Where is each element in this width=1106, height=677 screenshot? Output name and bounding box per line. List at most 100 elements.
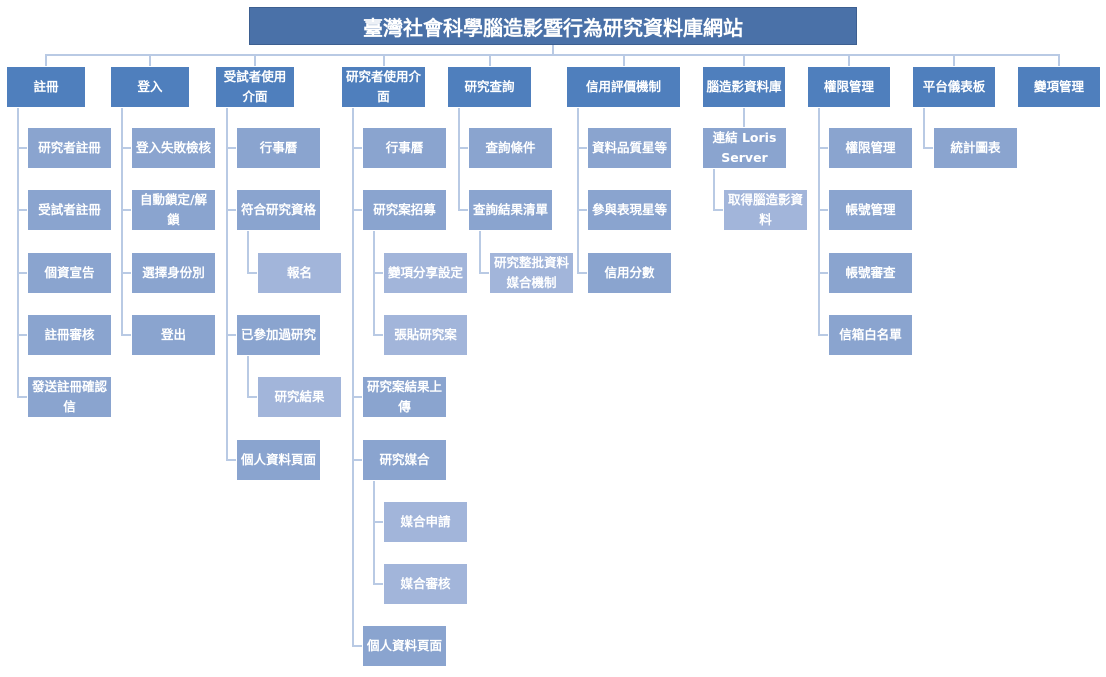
connector-line [479, 271, 489, 274]
connector-line [953, 54, 955, 66]
connector-line [247, 231, 249, 274]
section-0: 註冊 [6, 66, 86, 108]
page-item: 研究者註冊 [27, 127, 112, 169]
page-item: 連結 Loris Server [702, 127, 787, 169]
page-item: 個人資料頁面 [362, 625, 447, 668]
connector-line [577, 271, 587, 274]
connector-line [226, 147, 236, 149]
connector-line [254, 54, 256, 66]
connector-line [373, 271, 383, 274]
page-item: 研究案招募 [362, 189, 447, 232]
subpage-item: 取得腦造影資料 [723, 189, 808, 232]
page-item: 帳號管理 [828, 189, 913, 232]
page-item: 選擇身份別 [131, 251, 216, 294]
connector-line [818, 271, 828, 274]
connector-line [552, 45, 554, 55]
connector-line [247, 396, 257, 399]
page-item: 統計圖表 [933, 127, 1018, 169]
page-item: 資料品質星等 [587, 127, 672, 169]
connector-line [45, 54, 1059, 56]
connector-line [226, 209, 236, 212]
connector-line [622, 54, 625, 66]
connector-line [382, 54, 385, 66]
connector-line [121, 209, 131, 212]
connector-line [45, 54, 47, 66]
subpage-item: 研究整批資料媒合機制 [489, 251, 574, 294]
connector-line [577, 209, 587, 212]
connector-line [17, 333, 27, 336]
connector-line [121, 271, 131, 274]
subpage-item: 變項分享設定 [383, 251, 468, 294]
page-item: 受試者註冊 [27, 189, 112, 232]
connector-line [352, 645, 362, 648]
section-4: 研究查詢 [447, 66, 532, 108]
connector-line [17, 396, 27, 399]
connector-line [373, 333, 383, 336]
connector-line [458, 209, 468, 212]
connector-line [247, 355, 249, 399]
connector-line [247, 271, 257, 274]
connector-line [17, 271, 27, 274]
page-item: 行事曆 [236, 127, 321, 169]
page-item: 自動鎖定/解鎖 [131, 189, 216, 232]
page-item: 註冊審核 [27, 313, 112, 356]
connector-line [743, 54, 745, 66]
page-item: 個資宣告 [27, 251, 112, 294]
connector-line [488, 54, 491, 66]
connector-line [352, 108, 354, 648]
page-item: 登出 [131, 313, 216, 356]
connector-line [923, 147, 933, 149]
connector-line [352, 209, 362, 212]
connector-line [17, 147, 27, 149]
page-item: 信箱白名單 [828, 313, 913, 356]
connector-line [352, 458, 362, 461]
section-2: 受試者使用介面 [215, 66, 295, 108]
connector-line [577, 147, 587, 149]
page-item: 發送註冊確認信 [27, 376, 112, 419]
connector-line [121, 333, 131, 336]
subpage-item: 報名 [257, 251, 342, 294]
subpage-item: 研究結果 [257, 376, 342, 419]
connector-line [713, 169, 715, 212]
subpage-item: 張貼研究案 [383, 313, 468, 356]
section-5: 信用評價機制 [566, 66, 681, 108]
connector-line [818, 209, 828, 212]
page-item: 研究媒合 [362, 438, 447, 481]
subpage-item: 媒合申請 [383, 500, 468, 543]
connector-line [373, 520, 383, 523]
page-item: 帳號審查 [828, 251, 913, 294]
connector-line [373, 583, 383, 586]
page-item: 行事曆 [362, 127, 447, 169]
connector-line [458, 147, 468, 149]
connector-line [17, 108, 19, 399]
page-item: 查詢條件 [468, 127, 553, 169]
page-item: 參與表現星等 [587, 189, 672, 232]
connector-line [149, 54, 151, 66]
page-item: 符合研究資格 [236, 189, 321, 232]
connector-line [818, 147, 828, 149]
page-item: 查詢結果清單 [468, 189, 553, 232]
connector-line [226, 458, 236, 461]
section-3: 研究者使用介面 [341, 66, 426, 108]
page-item: 研究案結果上傳 [362, 376, 447, 419]
page-item: 個人資料頁面 [236, 438, 321, 481]
connector-line [1058, 54, 1060, 66]
connector-line [848, 54, 850, 66]
connector-line [121, 147, 131, 149]
section-7: 權限管理 [807, 66, 891, 108]
connector-line [743, 108, 745, 127]
page-item: 權限管理 [828, 127, 913, 169]
section-8: 平台儀表板 [912, 66, 996, 108]
site-title: 臺灣社會科學腦造影暨行為研究資料庫網站 [249, 7, 857, 45]
connector-line [352, 147, 362, 149]
connector-line [479, 231, 481, 274]
section-1: 登入 [110, 66, 190, 108]
section-9: 變項管理 [1017, 66, 1101, 108]
connector-line [373, 231, 375, 336]
connector-line [373, 480, 375, 586]
connector-line [713, 209, 723, 212]
connector-line [458, 108, 460, 212]
connector-line [352, 396, 362, 399]
page-item: 登入失敗檢核 [131, 127, 216, 169]
connector-line [121, 108, 123, 336]
